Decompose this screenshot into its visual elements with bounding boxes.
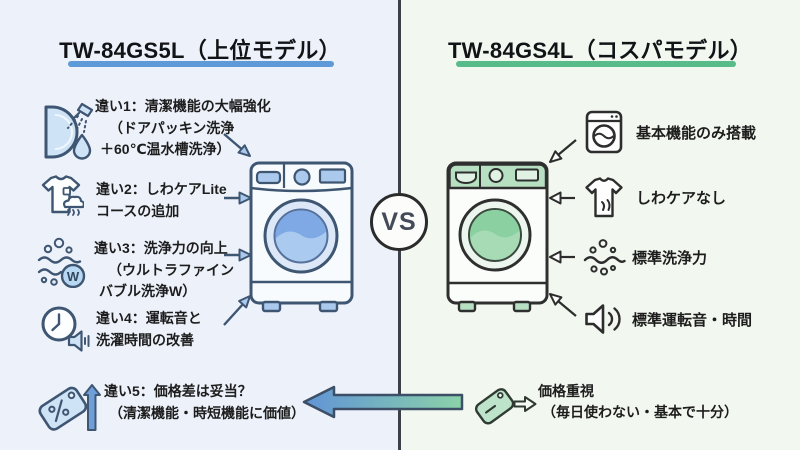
premium-washer-illustration [249, 161, 354, 313]
right-feature-3: 標準洗浄力 [632, 250, 708, 267]
shirt-wrinkle-icon [585, 177, 623, 218]
right-title-underline [456, 61, 736, 67]
left-diff-3: 違い3：洗浄力の向上 （ウルトラファイン バブル洗浄W） [94, 240, 234, 299]
right-feature-4: 標準運転音・時間 [632, 312, 753, 329]
right-feature-1: 基本機能のみ搭載 [636, 125, 757, 142]
left-model-title: TW-84GS5L（上位モデル） [59, 38, 341, 63]
pointer-arrow-icon [224, 248, 252, 262]
washer-icon [585, 110, 623, 154]
pointer-arrow-icon [549, 293, 577, 317]
left-title-underline [68, 61, 334, 67]
right-feature-2: しわケアなし [636, 190, 727, 207]
value-flow-arrow [302, 385, 464, 419]
price-tag-up-icon [38, 384, 101, 431]
pointer-arrow-icon [549, 250, 575, 264]
budget-washer-illustration [446, 161, 549, 313]
shirt-steam-icon [41, 175, 84, 216]
left-diff-1: 違い1：清潔機能の大幅強化 （ドアパッキン洗浄 ＋60℃温水槽洗浄） [95, 98, 271, 157]
price-up-arrow-icon [83, 384, 101, 431]
bubble-w-label: W [67, 269, 80, 284]
price-tag-green-icon [474, 388, 514, 425]
pointer-arrow-icon [549, 191, 575, 205]
pointer-arrow-icon [223, 295, 251, 326]
pointer-arrow-icon [549, 139, 577, 163]
pointer-arrow-icon [223, 133, 251, 157]
bubbles-w-icon: W [37, 237, 86, 288]
clock-speaker-icon [41, 306, 90, 352]
right-arrow-icon [513, 396, 537, 412]
vs-badge: VS [370, 193, 428, 251]
speaker-icon [585, 304, 621, 334]
pointer-arrow-icon [224, 191, 252, 205]
left-diff-4: 違い4：運転音と 洗濯時間の改善 [96, 310, 202, 348]
left-diff-5: 違い5：価格差は妥当？ （清潔機能・時短機能に価値） [104, 383, 305, 421]
right-feature-5: 価格重視 （毎日使わない・基本で十分） [538, 383, 738, 420]
bubbles-icon [583, 239, 626, 276]
left-diff-2: 違い2：しわケアLite コースの追加 [96, 181, 227, 219]
door-seal-spray-icon [44, 102, 94, 160]
right-model-title: TW-84GS4L（コスパモデル） [447, 38, 753, 63]
